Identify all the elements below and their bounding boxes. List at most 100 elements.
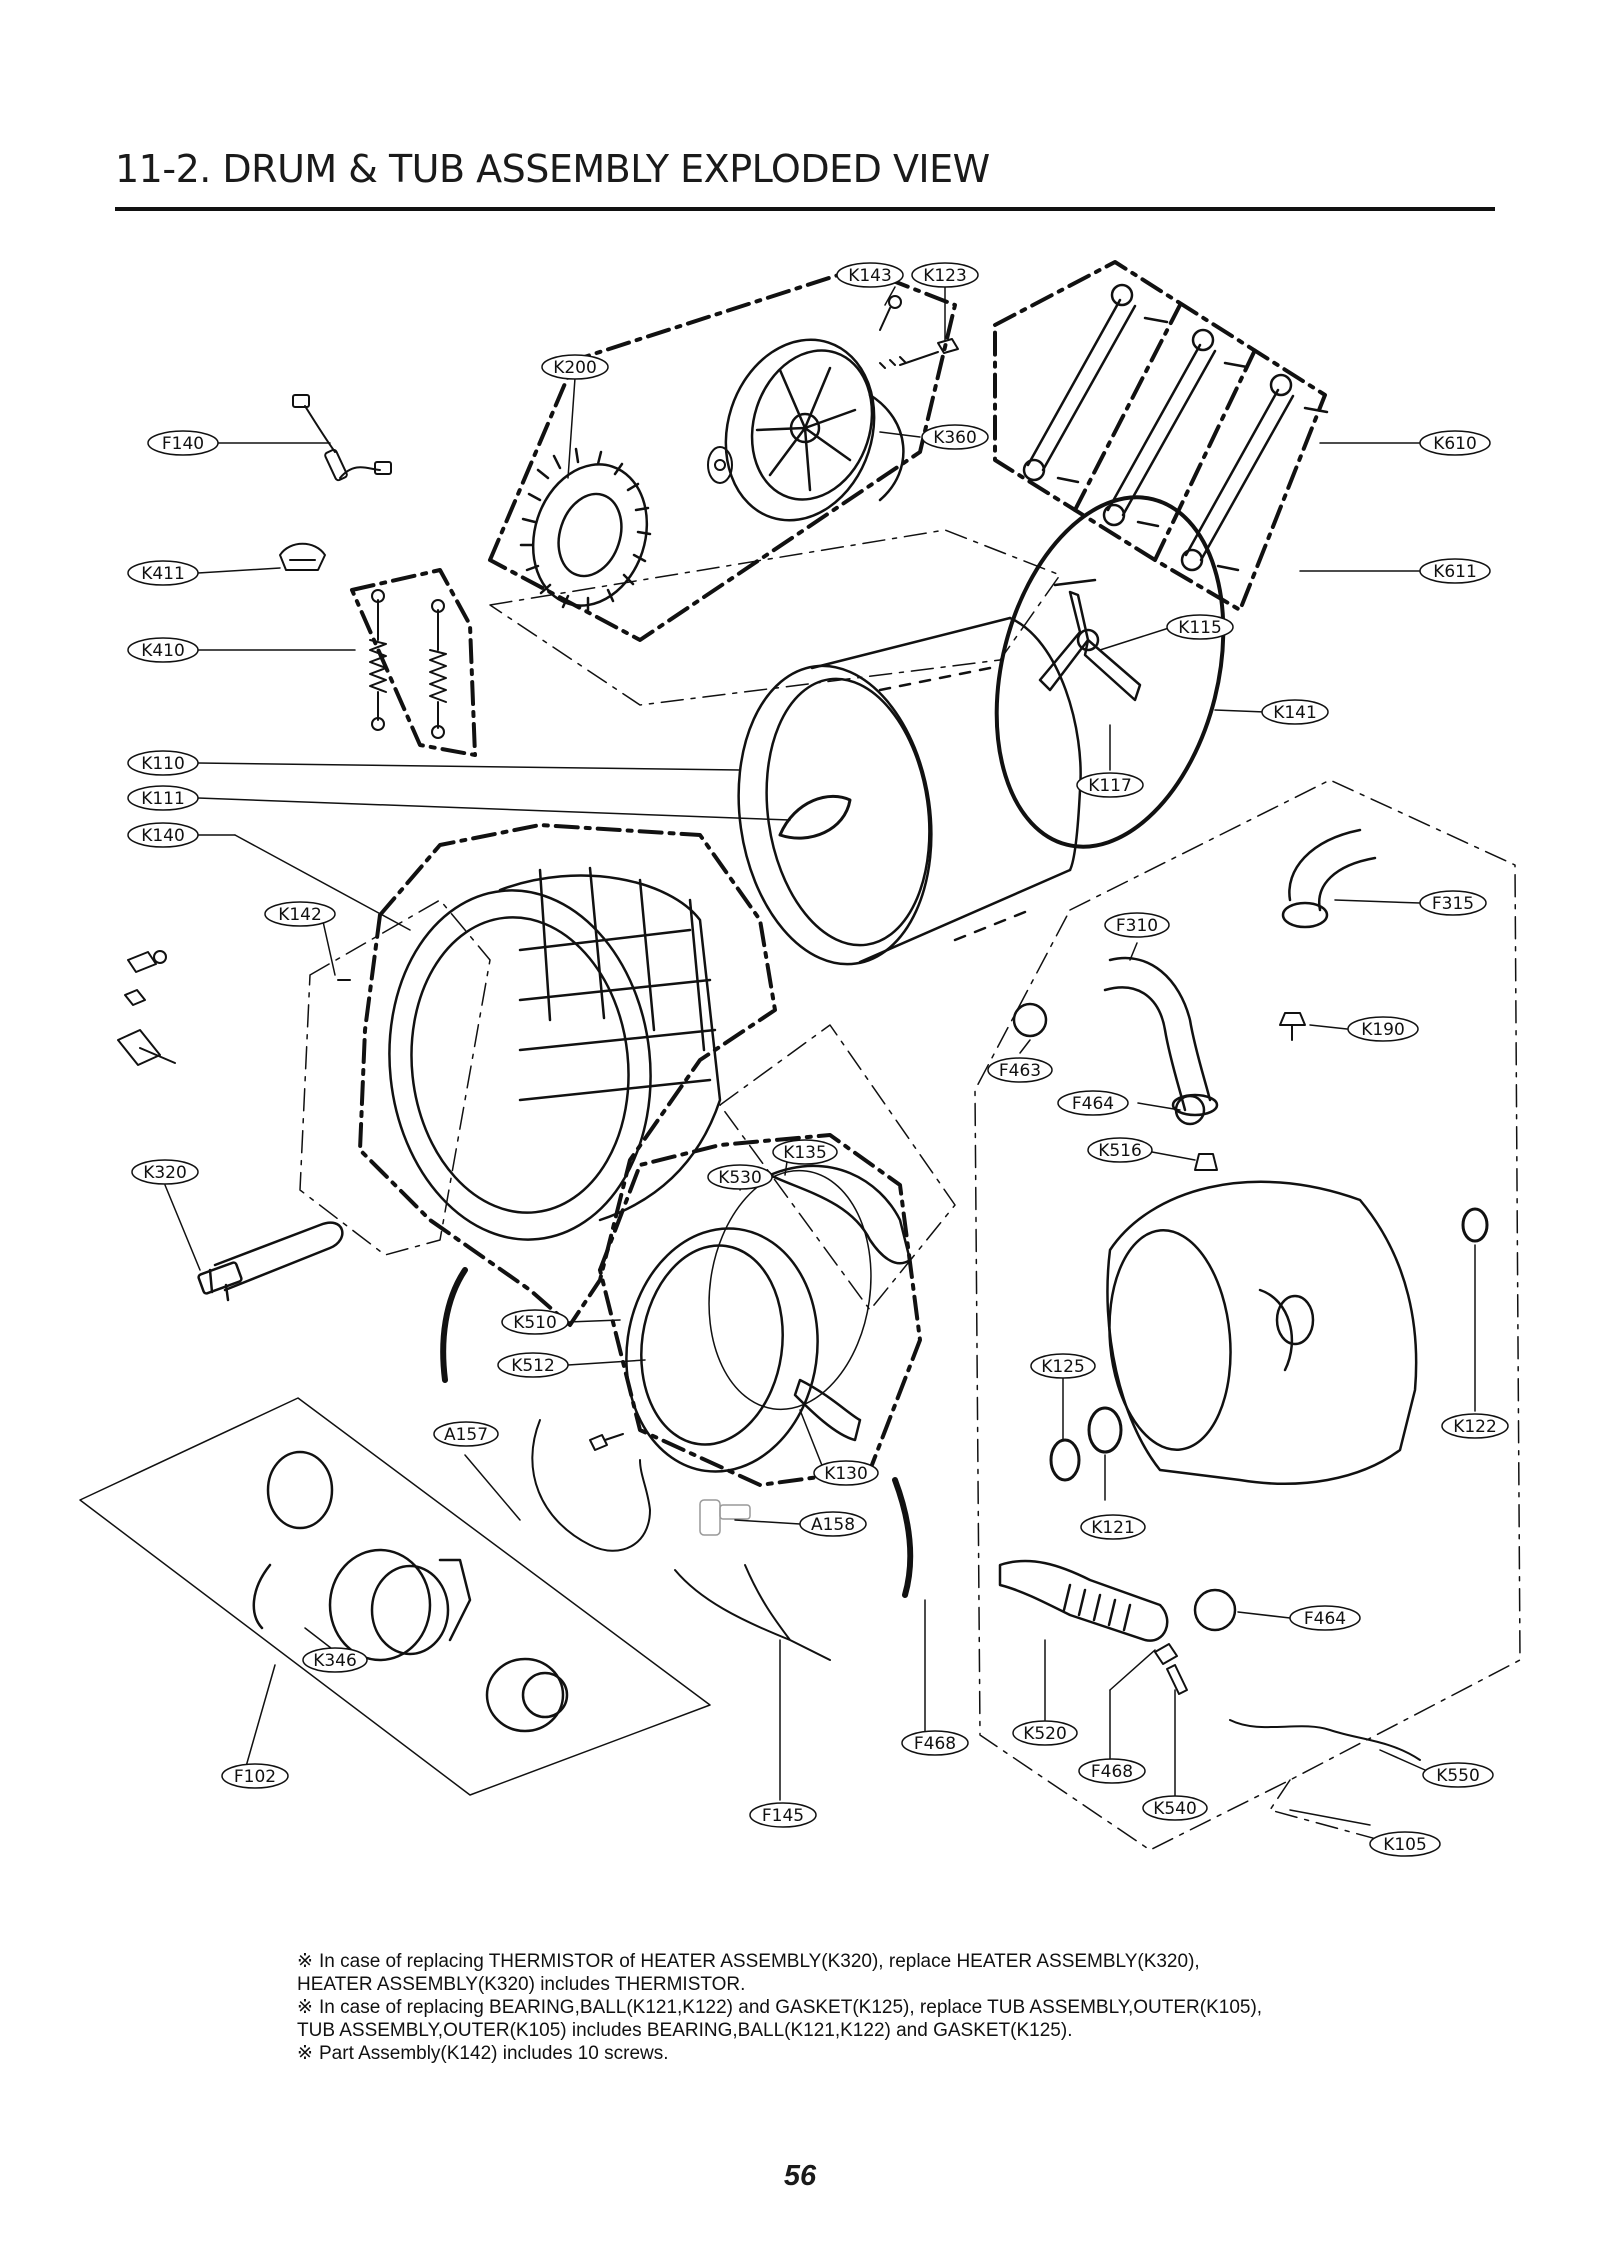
svg-text:F468: F468 [1091, 1762, 1133, 1782]
svg-text:K140: K140 [141, 826, 185, 846]
ring-k141 [994, 495, 1226, 849]
note-2-continuation: TUB ASSEMBLY,OUTER(K105) includes BEARIN… [297, 2020, 1073, 2041]
callout-f140: F140 [147, 430, 219, 456]
svg-text:K105: K105 [1383, 1835, 1427, 1855]
spring-k410 [369, 589, 447, 739]
group-boundary-springs [350, 568, 477, 757]
callout-f468-right: F468 [1078, 1758, 1146, 1784]
lifter-k111 [778, 794, 852, 840]
spider-k115 [1038, 578, 1142, 702]
svg-text:K141: K141 [1273, 703, 1317, 723]
callout-k410: K410 [127, 637, 199, 663]
callout-f463: F463 [987, 1057, 1053, 1083]
group-boundary-dampers [993, 260, 1327, 612]
callout-k190: K190 [1347, 1016, 1419, 1042]
wire-harness-f145 [674, 1564, 831, 1661]
svg-text:F464: F464 [1304, 1609, 1346, 1629]
svg-text:F468: F468 [914, 1734, 956, 1754]
svg-text:K610: K610 [1433, 434, 1477, 454]
note-mark: ※ [297, 1997, 313, 2018]
note-text: Part Assembly(K142) includes 10 screws. [319, 2043, 669, 2064]
group-boundary-rotor [488, 266, 957, 642]
note-3: ※Part Assembly(K142) includes 10 screws. [297, 2042, 1447, 2065]
callout-k140: K140 [127, 822, 199, 848]
svg-text:K121: K121 [1091, 1518, 1135, 1538]
callout-k123: K123 [911, 262, 979, 288]
pump-k346 [252, 1450, 569, 1733]
svg-text:F310: F310 [1116, 916, 1158, 936]
bearing-k122 [1461, 1207, 1489, 1243]
svg-text:K360: K360 [933, 428, 977, 448]
fitting-f468-lower [1154, 1643, 1178, 1665]
wire-harness-f140 [292, 394, 392, 482]
thermistor-a158 [699, 1499, 751, 1536]
notes: ※In case of replacing THERMISTOR of HEAT… [297, 1950, 1447, 2065]
svg-text:F102: F102 [234, 1767, 276, 1787]
svg-text:F145: F145 [762, 1806, 804, 1826]
svg-text:K143: K143 [848, 266, 892, 286]
wire-a157 [531, 1419, 651, 1552]
callout-k510: K510 [501, 1309, 569, 1335]
svg-text:K123: K123 [923, 266, 967, 286]
hose-k510 [440, 1267, 468, 1383]
svg-text:K142: K142 [278, 905, 322, 925]
callout-k121: K121 [1080, 1514, 1146, 1540]
callout-k611: K611 [1419, 558, 1491, 584]
svg-text:K115: K115 [1178, 618, 1222, 638]
hose-f468 [892, 1477, 914, 1598]
callout-f464-lower: F464 [1289, 1605, 1361, 1631]
svg-text:K520: K520 [1023, 1724, 1067, 1744]
svg-text:K190: K190 [1361, 1020, 1405, 1040]
callout-k320: K320 [131, 1159, 199, 1185]
screw-a157 [589, 1433, 624, 1451]
clamp-f463 [1012, 1002, 1048, 1038]
note-1-continuation: HEATER ASSEMBLY(K320) includes THERMISTO… [297, 1974, 746, 1995]
svg-text:K320: K320 [143, 1163, 187, 1183]
note-text: In case of replacing BEARING,BALL(K121,K… [319, 1997, 1263, 2018]
callout-k200: K200 [541, 354, 609, 380]
bellows-k520 [998, 1559, 1169, 1642]
svg-text:F315: F315 [1432, 894, 1474, 914]
svg-text:F464: F464 [1072, 1094, 1114, 1114]
heater-k320 [197, 1221, 344, 1302]
callout-k135: K135 [772, 1139, 838, 1165]
stator-k200 [519, 447, 652, 612]
svg-text:K530: K530 [718, 1168, 762, 1188]
svg-text:K125: K125 [1041, 1357, 1085, 1377]
svg-text:F463: F463 [999, 1061, 1041, 1081]
svg-text:K411: K411 [141, 564, 185, 584]
clip-k411 [279, 542, 326, 571]
note-1: ※In case of replacing THERMISTOR of HEAT… [297, 1950, 1447, 1973]
svg-text:K540: K540 [1153, 1799, 1197, 1819]
callout-k105: K105 [1369, 1831, 1441, 1857]
part-k516 [1194, 1153, 1218, 1171]
note-2: ※ In case of replacing BEARING,BALL(K121,… [297, 1996, 1447, 2019]
svg-text:K410: K410 [141, 641, 185, 661]
bolt-k123 [879, 338, 959, 369]
bracket-k135 [768, 1164, 912, 1442]
hose-f310 [1103, 956, 1219, 1117]
title-rule [115, 207, 1495, 211]
callout-k540: K540 [1142, 1795, 1208, 1821]
damper-k610 [1022, 283, 1329, 572]
callout-k411: K411 [127, 560, 199, 586]
callout-k512: K512 [497, 1352, 569, 1378]
outer-tub-k105 [1106, 1180, 1418, 1485]
callout-k520: K520 [1012, 1720, 1078, 1746]
callout-a157: A157 [433, 1421, 499, 1447]
svg-text:K111: K111 [141, 789, 185, 809]
svg-text:K346: K346 [313, 1651, 357, 1671]
callout-k130: K130 [813, 1460, 879, 1486]
rotor-k360 [724, 338, 905, 522]
svg-text:K122: K122 [1453, 1417, 1497, 1437]
hub [707, 446, 733, 484]
callout-k141: K141 [1261, 699, 1329, 725]
group-boundary-tub-front [358, 823, 777, 1327]
callout-k550: K550 [1422, 1762, 1494, 1788]
svg-text:K130: K130 [824, 1464, 868, 1484]
part-k540 [1166, 1664, 1188, 1695]
svg-text:K512: K512 [511, 1356, 555, 1376]
callout-f102: F102 [221, 1763, 289, 1789]
svg-text:A157: A157 [444, 1425, 488, 1445]
